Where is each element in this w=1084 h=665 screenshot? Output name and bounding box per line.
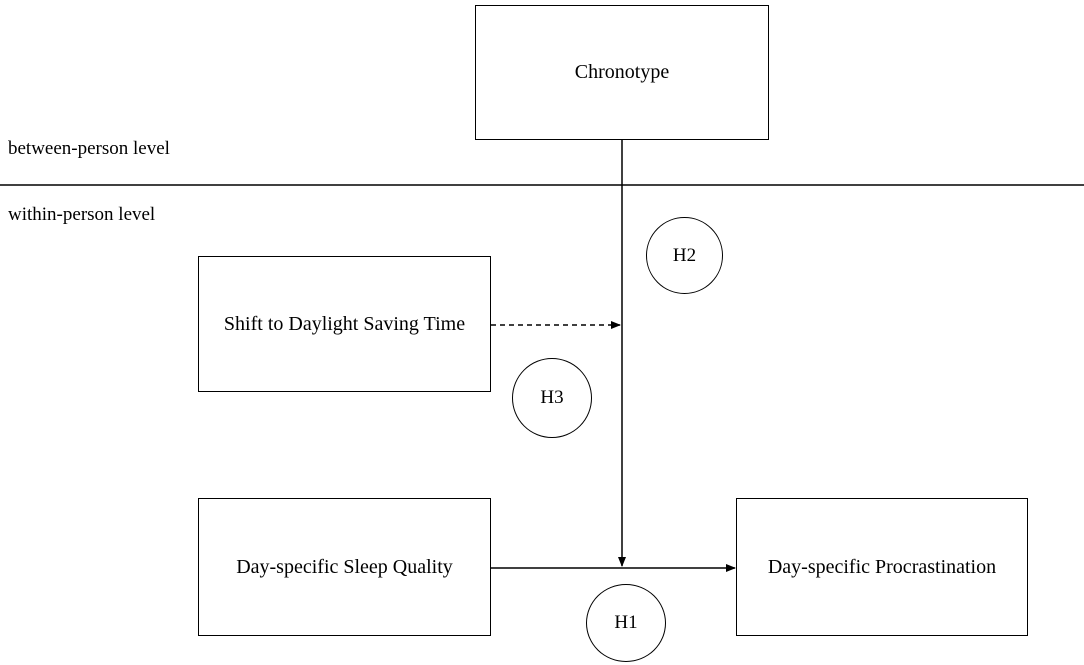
within-person-level-label: within-person level xyxy=(8,204,156,225)
hypothesis-h1-label: H1 xyxy=(614,612,638,633)
sleep-quality-label: Day-specific Sleep Quality xyxy=(236,555,453,578)
chronotype-box: Chronotype xyxy=(475,5,769,140)
hypothesis-h1-circle: H1 xyxy=(586,584,666,662)
dst-shift-box: Shift to Daylight Saving Time xyxy=(198,256,491,392)
procrastination-box: Day-specific Procrastination xyxy=(736,498,1028,636)
hypothesis-h3-circle: H3 xyxy=(512,358,592,438)
procrastination-label: Day-specific Procrastination xyxy=(767,555,997,578)
hypothesis-h2-label: H2 xyxy=(672,244,697,266)
hypothesis-h3-label: H3 xyxy=(540,387,564,408)
dst-shift-label: Shift to Daylight Saving Time xyxy=(223,312,466,335)
sleep-quality-box: Day-specific Sleep Quality xyxy=(198,498,491,636)
between-person-level-label: between-person level xyxy=(8,138,170,159)
chronotype-label: Chronotype xyxy=(574,61,670,83)
hypothesis-h2-circle: H2 xyxy=(646,217,723,294)
